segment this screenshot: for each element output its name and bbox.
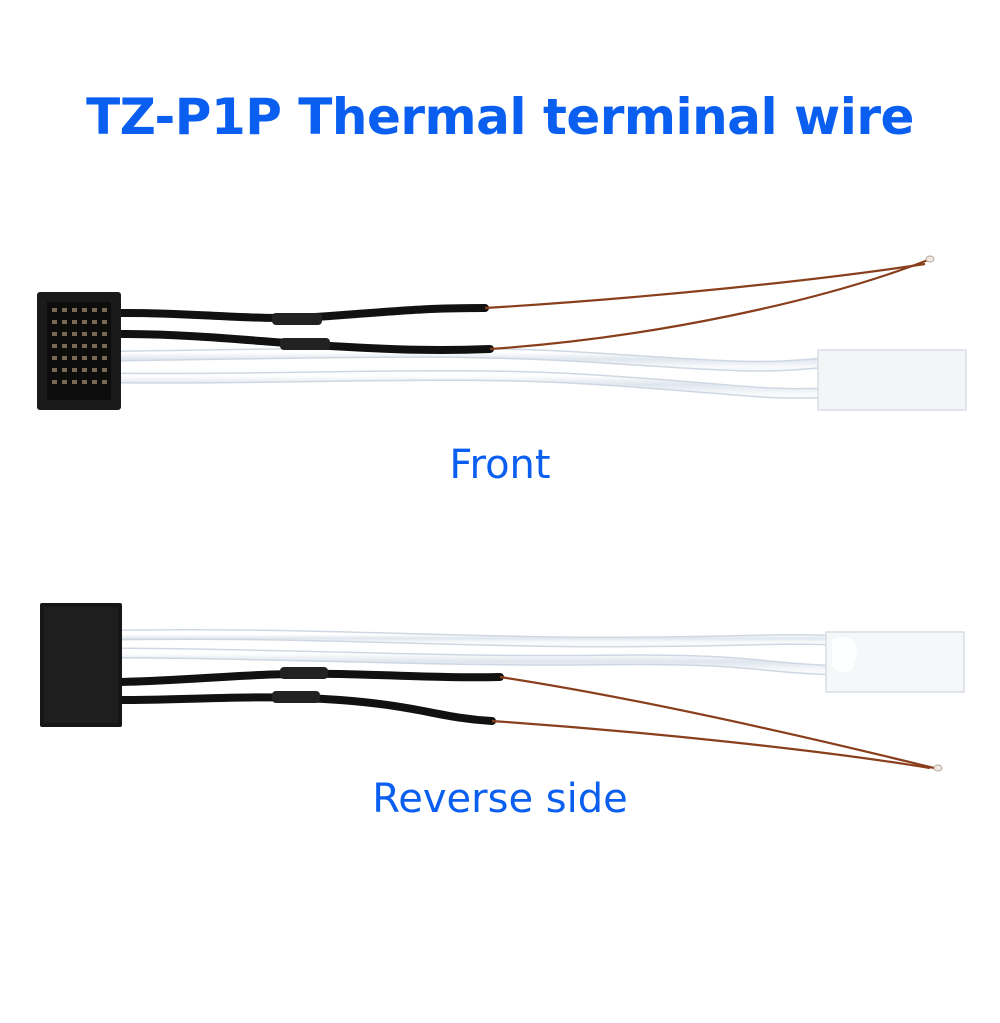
copper-leads-reverse	[491, 675, 943, 772]
black-wires-reverse	[116, 667, 504, 725]
connector-back-icon	[40, 603, 122, 727]
thermistor-bead-icon	[925, 255, 935, 263]
reverse-view-photo	[40, 603, 965, 772]
copper-leads-front	[484, 255, 935, 351]
thermistor-bead-icon	[933, 764, 943, 772]
white-wires-reverse	[114, 628, 836, 676]
reverse-caption: Reverse side	[372, 776, 628, 822]
front-view-photo	[37, 255, 967, 411]
page-title: TZ-P1P Thermal terminal wire	[86, 88, 914, 146]
front-caption: Front	[449, 442, 551, 488]
black-wires-front	[114, 304, 494, 354]
connector-pins-icon	[37, 292, 121, 410]
white-wires-front	[112, 346, 828, 399]
heater-pad-icon	[825, 631, 965, 693]
heater-pad-icon	[817, 349, 967, 411]
